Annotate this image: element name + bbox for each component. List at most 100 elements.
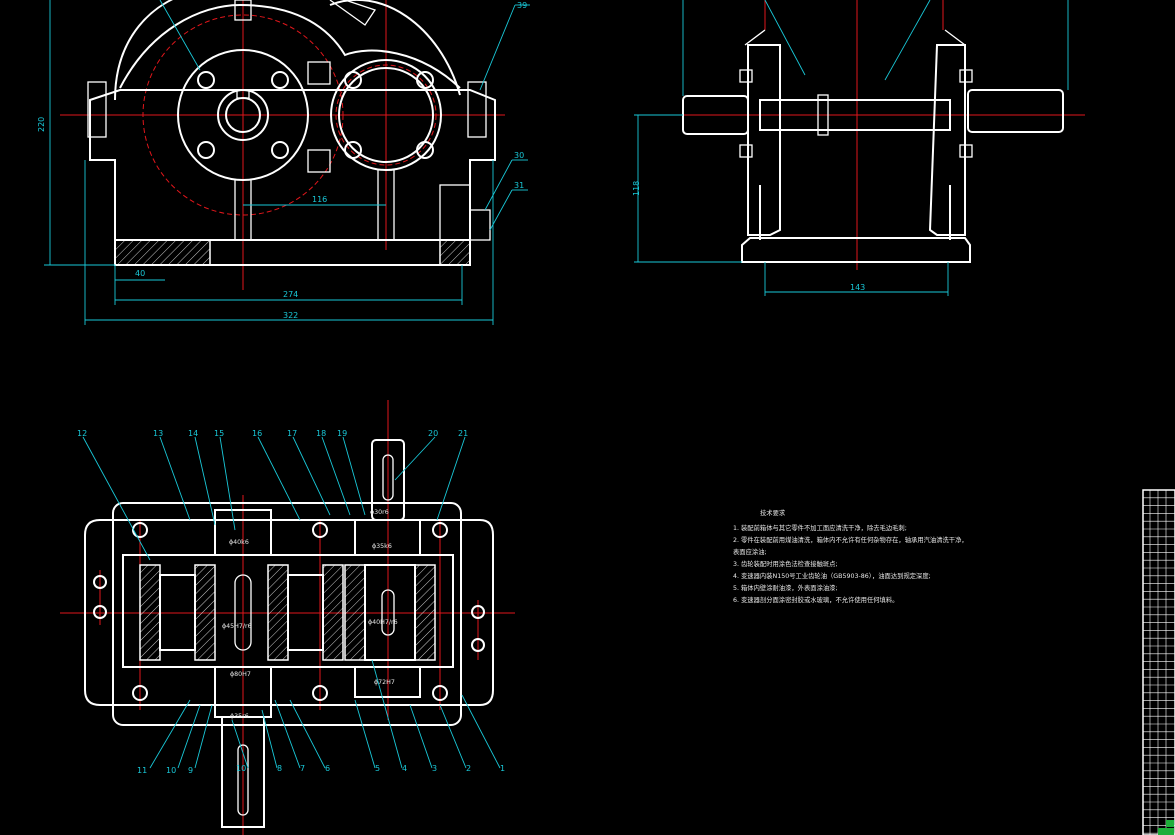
keyway: [381, 589, 395, 636]
side-bolt: [959, 144, 973, 158]
dim-side-width: 143: [850, 283, 865, 292]
dim-center-distance: 116: [312, 195, 327, 204]
side-bolt: [739, 144, 753, 158]
plan-inner-wall: [122, 554, 454, 668]
parts-list-highlight: [1166, 820, 1174, 827]
leader: [484, 159, 513, 211]
balloon: 13: [153, 429, 163, 438]
gear-hub: [159, 574, 196, 651]
balloon: 11: [137, 766, 147, 775]
cap-bolt: [344, 71, 362, 89]
technical-requirements: 技术要求 1. 装配前箱体与其它零件不加工面应清洗干净，除去毛边毛刺; 2. 零…: [733, 508, 968, 604]
fit-label: ϕ80H7: [230, 671, 251, 678]
bolt-left: [87, 81, 107, 138]
bolt-hole: [93, 605, 107, 619]
balloon: 30: [514, 151, 524, 160]
bolt-hole: [471, 605, 485, 619]
bolt-middle: [307, 61, 331, 85]
fit-label: ϕ72H7: [374, 679, 395, 686]
balloon: 7: [300, 764, 305, 773]
leader: [194, 704, 213, 769]
input-bearing-cap: [177, 49, 309, 181]
gear-section: [267, 564, 289, 661]
dim-base: 274: [283, 290, 298, 299]
plan-housing: [112, 502, 462, 726]
cap-bolt: [416, 71, 434, 89]
cap-bolt: [271, 71, 289, 89]
leader: [354, 699, 376, 769]
note-line: 表面应涂油;: [733, 547, 767, 556]
balloon: 12: [77, 429, 87, 438]
balloon: 10: [166, 766, 176, 775]
front-view: 220 116 40 274 322 39 30 31: [37, 0, 530, 325]
breather: [234, 0, 252, 21]
side-bolt: [739, 69, 753, 83]
bolt-hole: [432, 522, 448, 538]
leader: [289, 699, 326, 769]
balloon: 16: [252, 429, 262, 438]
cap-bolt: [271, 141, 289, 159]
leader: [409, 704, 433, 769]
leader: [436, 436, 466, 521]
note-line: 6. 变速器剖分面涂密封胶或水玻璃，不允许使用任何填料。: [733, 595, 898, 604]
output-shaft: [371, 439, 405, 521]
gear-section: [139, 564, 161, 661]
keyway: [234, 574, 252, 651]
cap-bolt: [416, 141, 434, 159]
fit-label: ϕ40H7/r6: [368, 619, 398, 626]
dim-side-height: 118: [632, 181, 641, 196]
balloon: 4: [402, 764, 407, 773]
balloon: 21: [458, 429, 468, 438]
dim-height: 220: [37, 117, 46, 132]
base-section-right: [439, 239, 471, 266]
gear-section: [414, 564, 436, 661]
side-bolt: [959, 69, 973, 83]
dim-foot: 40: [135, 269, 145, 278]
output-bearing-ring: [338, 67, 434, 163]
leader: [321, 436, 351, 516]
leader: [261, 709, 278, 769]
cap-bolt: [197, 71, 215, 89]
balloon: 17: [287, 429, 297, 438]
top-balloons: 12 13 14 15 16 17 18 19 20 21: [77, 429, 468, 561]
balloon: 39: [517, 1, 527, 10]
bolt-right: [467, 81, 487, 138]
shaft-middle: [759, 99, 951, 131]
bolt-middle-lower: [307, 149, 331, 173]
side-wall-left: [747, 44, 781, 236]
balloon: 8: [277, 764, 282, 773]
leader: [371, 659, 403, 769]
leader: [159, 0, 201, 71]
balloon: 10: [236, 764, 246, 773]
leader: [231, 719, 249, 769]
cap-bolt: [344, 141, 362, 159]
fit-label: ϕ35r6: [230, 713, 249, 720]
plan-flange: [84, 519, 494, 706]
input-keyway: [236, 89, 250, 99]
fit-label: ϕ35k6: [372, 543, 392, 550]
balloon: 20: [428, 429, 438, 438]
bottom-balloons: 11 10 9 10 8 7 6 5 4 3 2 1: [137, 659, 505, 775]
balloon: 19: [337, 429, 347, 438]
balloon: 31: [514, 181, 524, 190]
leader: [394, 436, 436, 481]
input-bearing: [214, 509, 272, 556]
leader: [274, 699, 301, 769]
leader: [292, 436, 331, 516]
gear-hub: [364, 564, 416, 661]
note-line: 2. 零件在装配前用煤油清洗，箱体内不允许有任何杂物存在，轴承用汽油清洗干净，: [733, 535, 968, 544]
output-bearing: [354, 666, 421, 698]
parts-list-border: [1142, 489, 1175, 835]
balloon: 5: [375, 764, 380, 773]
side-view: 118 143: [632, 0, 1085, 296]
gear-pitch-circle: [142, 14, 344, 216]
plan-view: ϕ30r6 ϕ35k6 ϕ40k6 ϕ45H7/r6 ϕ40H7/r6 ϕ80H…: [60, 400, 515, 835]
drain-boss: [439, 184, 471, 241]
balloon: 15: [214, 429, 224, 438]
leader: [257, 436, 301, 521]
output-bearing-cap: [330, 59, 442, 171]
shaft-keyway: [382, 454, 394, 501]
gear-section: [194, 564, 216, 661]
bolt-hole: [132, 522, 148, 538]
